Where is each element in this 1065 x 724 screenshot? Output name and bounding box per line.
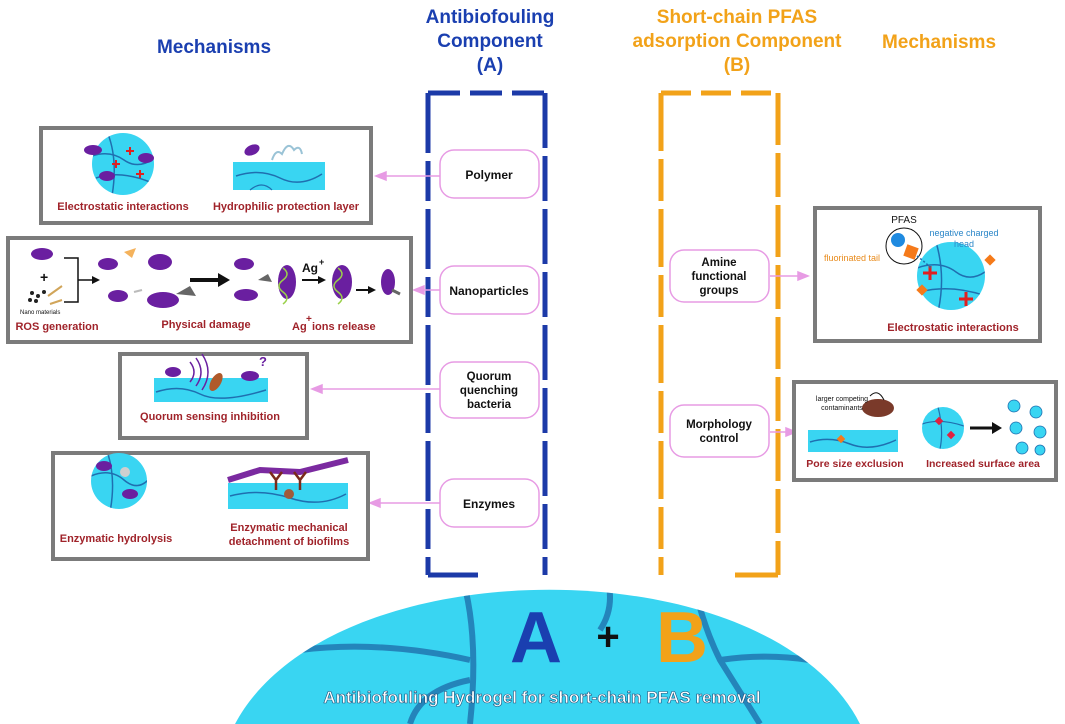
component-a-item-enzymes: Enzymes — [439, 478, 540, 528]
svg-text:ROS generation: ROS generation — [15, 321, 98, 333]
svg-text:Enzymes: Enzymes — [463, 497, 515, 511]
svg-text:detachment of biofilms: detachment of biofilms — [229, 536, 349, 548]
svg-text:PFAS: PFAS — [891, 215, 917, 226]
mechanism-box-nanoparticles: + Nano materials Ag + ROS g — [6, 236, 413, 344]
svg-text:Component: Component — [437, 31, 543, 52]
svg-text:Amine: Amine — [701, 257, 736, 269]
svg-text:Physical damage: Physical damage — [161, 319, 250, 331]
left-mechanisms-heading: Mechanisms — [157, 37, 271, 58]
component-a-bracket — [425, 90, 548, 578]
svg-text:+: + — [319, 257, 324, 267]
hydrogel-dome: A + B Antibiofouling Hydrogel for short-… — [235, 589, 860, 724]
component-b-item-morphology-control: Morphology control — [669, 404, 770, 458]
svg-text:(A): (A) — [477, 55, 503, 76]
hydrophilic-layer-icon — [233, 144, 325, 191]
svg-text:larger competing: larger competing — [816, 396, 868, 403]
component-b-item-amine-functional-groups: Amine functional groups — [669, 249, 770, 303]
right-mechanisms-heading: Mechanisms — [882, 32, 996, 53]
svg-text:Ag: Ag — [292, 321, 307, 333]
component-a-heading: Antibiofouling Component (A) — [426, 7, 555, 76]
svg-text:bacteria: bacteria — [467, 399, 512, 411]
small-hydrogel-particles — [1007, 399, 1047, 456]
svg-text:Increased surface area: Increased surface area — [926, 458, 1040, 470]
hydrogel-letter-a: A — [510, 598, 562, 678]
hydrogel-plus: + — [596, 615, 619, 659]
svg-text:+: + — [306, 314, 312, 325]
svg-text:control: control — [700, 433, 739, 445]
svg-text:Morphology: Morphology — [686, 419, 752, 431]
svg-text:Quorum: Quorum — [467, 371, 512, 383]
component-a-item-nanoparticles: Nanoparticles — [439, 265, 540, 315]
component-a-item-polymer: Polymer — [439, 149, 540, 199]
svg-text:Nano materials: Nano materials — [20, 310, 60, 316]
svg-text:+: + — [40, 269, 48, 285]
ros-generation-icon: + Nano materials — [20, 248, 143, 316]
svg-text:contaminants: contaminants — [821, 405, 863, 412]
svg-text:Polymer: Polymer — [465, 168, 513, 182]
svg-text:Pore size exclusion: Pore size exclusion — [806, 458, 903, 470]
svg-text:Short-chain PFAS: Short-chain PFAS — [657, 7, 817, 28]
mechanism-box-enzymes: Enzymatic hydrolysis Enzymatic mechanica… — [51, 451, 370, 561]
component-a-item-quorum-quenching-bacteria: Quorum quenching bacteria — [439, 361, 540, 419]
svg-text:fluorinated tail: fluorinated tail — [824, 253, 880, 263]
svg-text:(B): (B) — [724, 55, 750, 76]
svg-text:negative charged: negative charged — [929, 228, 998, 238]
hydrogel-letter-b: B — [656, 598, 708, 678]
physical-damage-icon — [147, 254, 272, 308]
mechanism-box-morphology: larger competing contaminants Pore size … — [792, 380, 1058, 482]
svg-text:Ag: Ag — [302, 261, 318, 275]
svg-text:ions release: ions release — [312, 321, 376, 333]
svg-text:quenching: quenching — [460, 385, 518, 397]
component-b-heading: Short-chain PFAS adsorption Component (B… — [633, 7, 843, 76]
svg-text:Electrostatic interactions: Electrostatic interactions — [887, 322, 1018, 334]
connector-arrows — [309, 170, 811, 509]
svg-text:head: head — [954, 239, 974, 249]
svg-text:adsorption Component: adsorption Component — [633, 31, 843, 52]
hydrogel-sphere-icon — [84, 133, 154, 195]
svg-text:Quorum sensing inhibition: Quorum sensing inhibition — [140, 411, 280, 423]
component-b-bracket — [658, 90, 781, 578]
question-mark: ? — [259, 354, 267, 369]
mechanism-box-quorum-quenching: ? Quorum sensing inhibition — [118, 352, 309, 440]
svg-text:Enzymatic hydrolysis: Enzymatic hydrolysis — [60, 533, 173, 545]
svg-text:groups: groups — [700, 285, 739, 297]
svg-text:Antibiofouling: Antibiofouling — [426, 7, 555, 28]
svg-text:Nanoparticles: Nanoparticles — [449, 284, 529, 298]
svg-text:Electrostatic interactions: Electrostatic interactions — [57, 201, 188, 213]
svg-text:functional: functional — [692, 271, 747, 283]
mechanism-box-polymer: Electrostatic interactions Hydrophilic p… — [39, 126, 373, 225]
silver-ion-release-icon: Ag + — [278, 257, 401, 305]
hydrogel-caption: Antibiofouling Hydrogel for short-chain … — [323, 688, 760, 707]
svg-text:Hydrophilic protection layer: Hydrophilic protection layer — [213, 201, 360, 213]
svg-text:Enzymatic mechanical: Enzymatic mechanical — [230, 522, 347, 534]
mechanism-box-amine-groups: PFAS negative charged head fluorinated t… — [813, 206, 1042, 343]
